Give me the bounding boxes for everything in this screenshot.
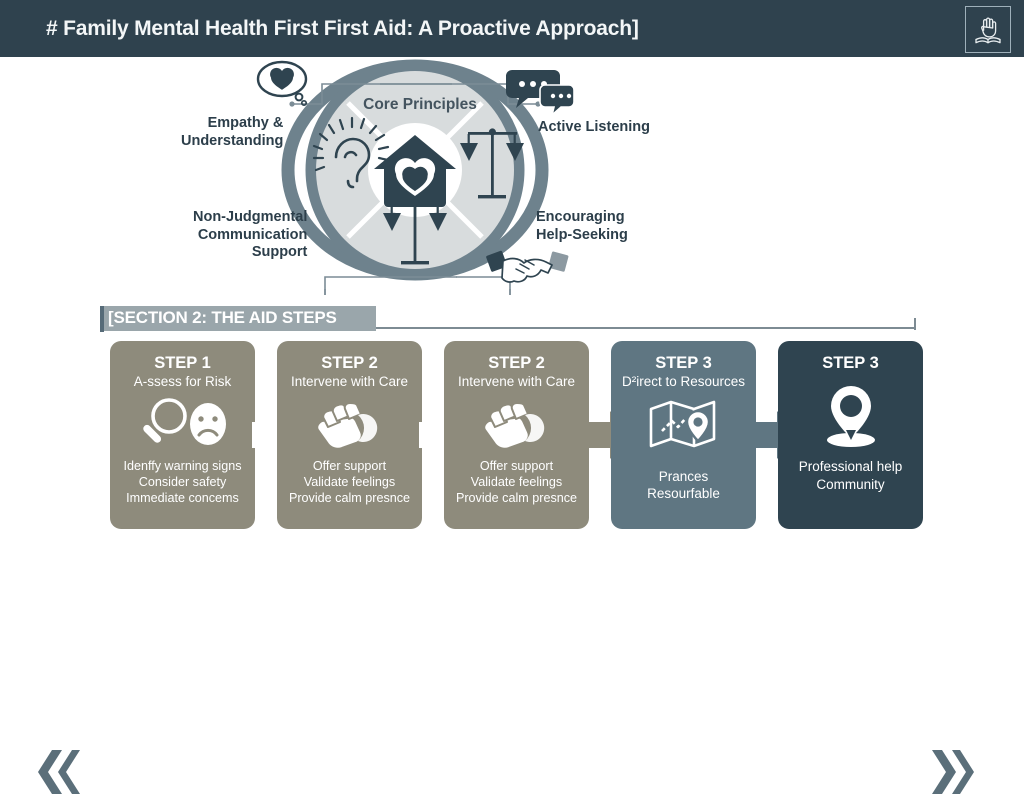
step-body: Prances Resourfable <box>647 468 720 502</box>
prev-slide-button[interactable] <box>26 747 82 797</box>
page-header: # Family Mental Health First First Aid: … <box>0 0 1024 57</box>
step-subtitle: D²irect to Resources <box>621 374 746 390</box>
diagram-label-active-listening: Active Listening <box>538 119 650 135</box>
diagram-center-label: Core Principles <box>363 96 477 113</box>
diagram-label-non-judgmental: Non-Judgmental Communication Support <box>193 209 308 261</box>
step-title: STEP 2 <box>321 354 378 372</box>
step-body: Offer support Validate feelings Provide … <box>288 458 411 505</box>
ear-listening-icon <box>312 116 390 189</box>
step-title: STEP 2 <box>488 354 545 372</box>
page-title: # Family Mental Health First First Aid: … <box>46 16 639 40</box>
double-chevron-right-icon <box>930 747 986 797</box>
step-card-5[interactable]: STEP 3 Professional help Community <box>778 341 923 529</box>
aid-steps-row: STEP 1 A-ssess for Risk <box>0 341 1024 794</box>
thought-bubble-heart-icon <box>256 60 308 107</box>
step-title: STEP 3 <box>822 354 879 372</box>
section-band <box>104 306 376 331</box>
section-tick-right <box>914 318 916 330</box>
balance-scales-icon-bottom <box>383 198 447 265</box>
diagram-label-encouraging: Encouraging Help-Seeking <box>536 209 628 243</box>
speech-bubbles-icon <box>506 70 575 118</box>
location-pin-icon <box>778 380 923 454</box>
step-subtitle: Intervene with Care <box>457 374 576 390</box>
diagram-ring <box>281 59 549 281</box>
caring-hands-icon <box>277 394 422 456</box>
step-card-2[interactable]: STEP 2 Intervene with Care Offer support… <box>277 341 422 529</box>
handshake-icon <box>486 250 569 283</box>
balance-scales-icon <box>460 128 524 199</box>
step-subtitle: Intervene with Care <box>290 374 409 390</box>
magnifier-sad-faces-icon <box>110 394 255 456</box>
section-title: [SECTION 2: THE AID STEPS <box>108 308 337 327</box>
diagram-label-empathy: Empathy & Understanding <box>181 115 284 149</box>
section-header: [SECTION 2: THE AID STEPS <box>100 306 916 332</box>
section-tick-left <box>100 306 104 332</box>
map-with-pin-icon <box>611 394 756 456</box>
step-subtitle: A-ssess for Risk <box>133 374 232 390</box>
step-body: Offer support Validate feelings Provide … <box>455 458 578 505</box>
step-card-4[interactable]: STEP 3 D²irect to Resources Prances Reso… <box>611 341 756 529</box>
section-rule <box>376 327 916 329</box>
logo <box>965 6 1011 53</box>
step-title: STEP 1 <box>154 354 211 372</box>
house-with-heart-icon <box>374 135 456 207</box>
next-slide-button[interactable] <box>930 747 986 797</box>
step-body: Idenffy warning signs Consider safety Im… <box>123 458 242 505</box>
hand-over-book-icon <box>973 13 1003 46</box>
diagram-graphic <box>256 59 575 295</box>
core-principles-diagram: Core Principles Empathy & Understanding … <box>0 57 1024 300</box>
step-card-1[interactable]: STEP 1 A-ssess for Risk <box>110 341 255 529</box>
step-body: Professional help Community <box>798 459 903 492</box>
step-title: STEP 3 <box>655 354 712 372</box>
caring-hands-icon <box>444 394 589 456</box>
step-card-3[interactable]: STEP 2 Intervene with Care Offer support… <box>444 341 589 529</box>
double-chevron-left-icon <box>26 747 82 797</box>
